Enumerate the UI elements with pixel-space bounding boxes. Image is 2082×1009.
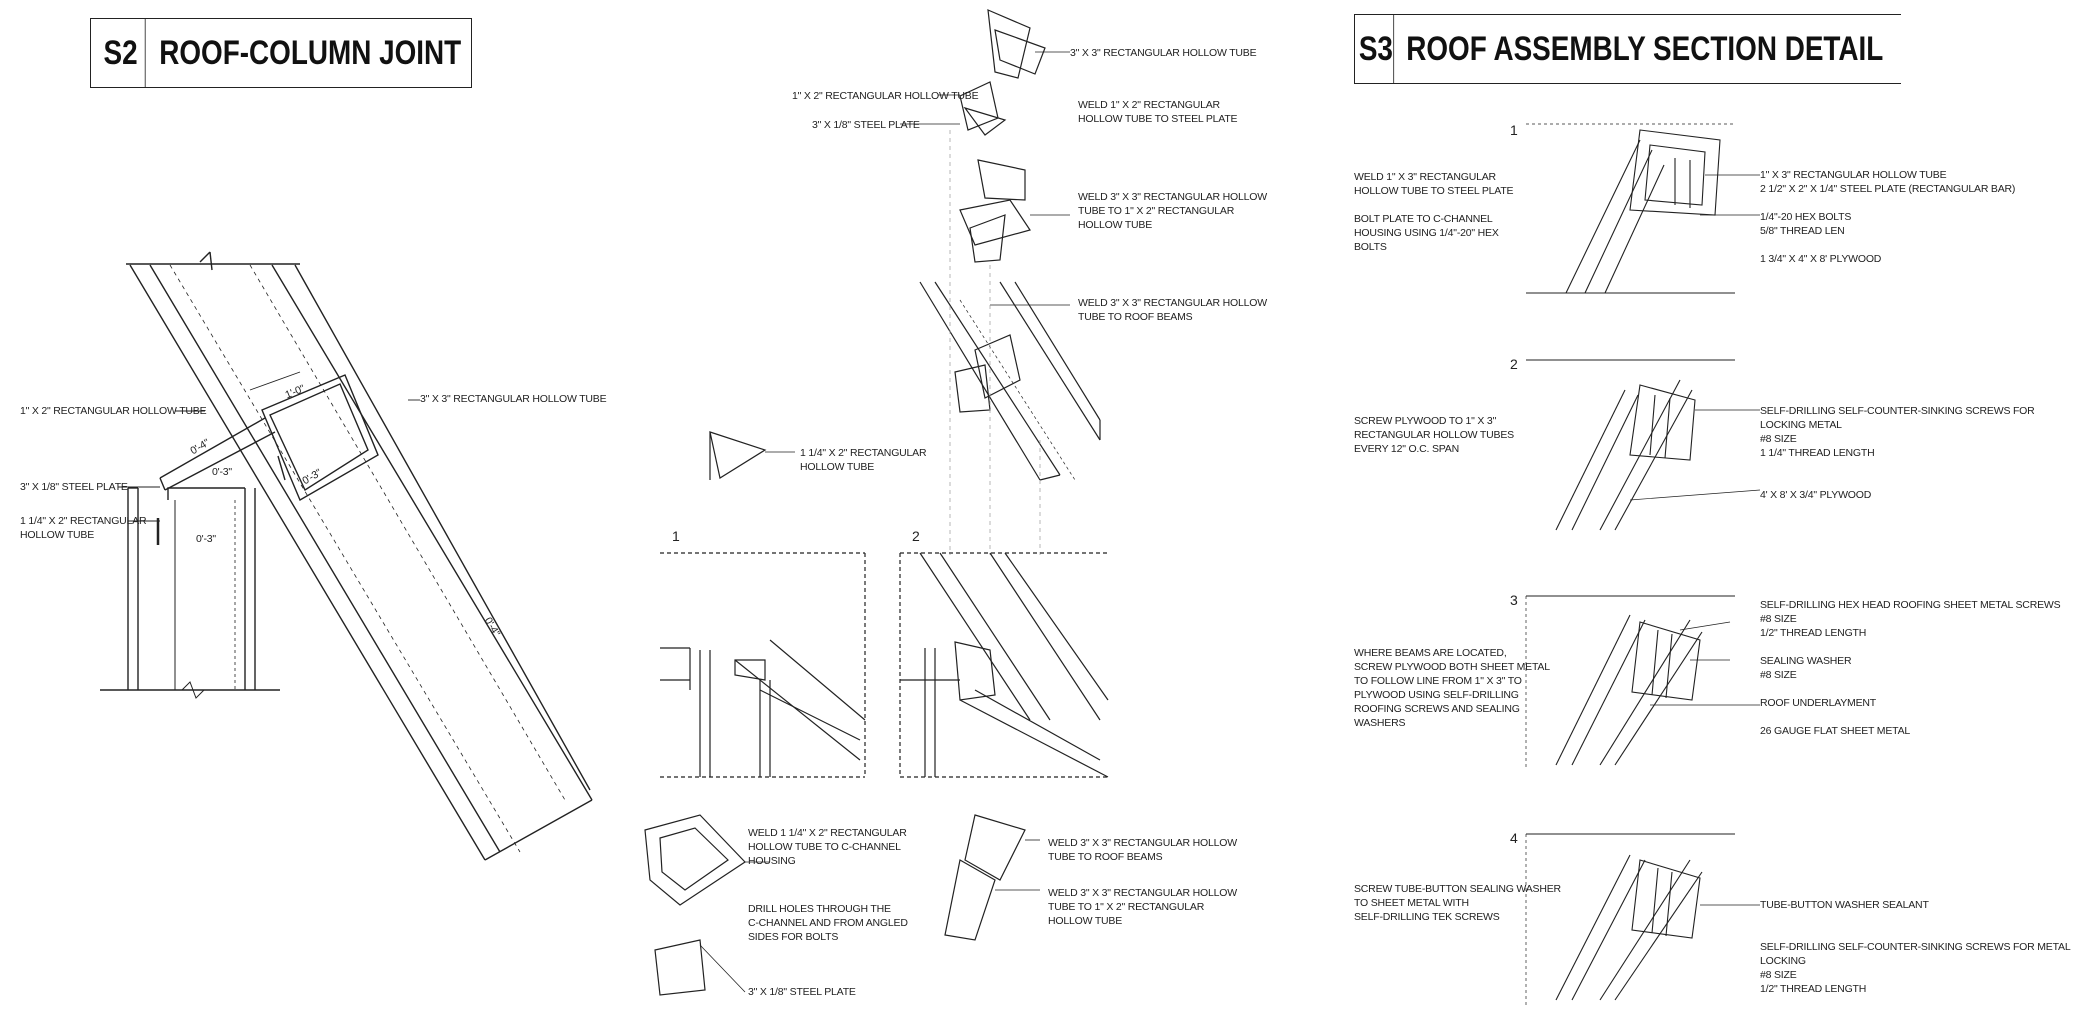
s2-label-tube-114x2: 1 1/4" x 2" RECTANGULAR HOLLOW TUBE <box>20 515 147 541</box>
s3-detail-3-number: 3 <box>1510 592 1518 608</box>
s3-detail-2-left-note: SCREW PLYWOOD TO 1" x 3" RECTANGULAR HOL… <box>1354 415 1514 455</box>
exploded-label-tube-1x2: 1" x 2" RECTANGULAR HOLLOW TUBE <box>792 90 979 102</box>
s3-detail-3-drawing <box>1525 595 1760 770</box>
s3-detail-3-left-note: WHERE BEAMS ARE LOCATED, SCREW PLYWOOD B… <box>1354 647 1550 729</box>
s2-label-steel-plate: 3" x 1/8" STEEL PLATE <box>20 481 128 493</box>
s2-column <box>100 487 280 699</box>
s2-roof-beam <box>126 251 593 861</box>
exploded-label-weld-4: WELD 1 1/4" x 2" RECTANGULAR HOLLOW TUBE… <box>748 827 907 867</box>
s3-detail-3-right-note: SELF-DRILLING HEX HEAD ROOFING SHEET MET… <box>1760 599 2061 737</box>
view-1-number: 1 <box>672 528 680 544</box>
exploded-label-plate-2: 3" x 1/8" STEEL PLATE <box>748 986 856 998</box>
exploded-label-top-tube: 3" x 3" RECTANGULAR HOLLOW TUBE <box>1070 47 1257 59</box>
exploded-label-weld-2: WELD 3" x 3" RECTANGULAR HOLLOW TUBE TO … <box>1078 191 1267 231</box>
s3-detail-2-number: 2 <box>1510 356 1518 372</box>
view-2-number: 2 <box>912 528 920 544</box>
s3-detail-1-number: 1 <box>1510 122 1518 138</box>
s2-label-tube-1x2: 1" x 2" RECTANGULAR HOLLOW TUBE <box>20 405 207 417</box>
s3-detail-2-drawing <box>1526 359 1761 531</box>
s3-detail-1-drawing <box>1526 123 1760 294</box>
exploded-label-weld-3: WELD 3" x 3" RECTANGULAR HOLLOW TUBE TO … <box>1078 297 1267 323</box>
sheet-s3-number: S3 <box>1359 15 1394 83</box>
sheet-s3-title: ROOF ASSEMBLY SECTION DETAIL <box>1405 29 1883 68</box>
s2-3x3-tube <box>261 374 379 502</box>
bottom-right-assembly <box>944 814 1040 941</box>
s2-1x2-tube <box>159 417 286 491</box>
exploded-label-weld-1: WELD 1" x 2" RECTANGULAR HOLLOW TUBE TO … <box>1078 99 1238 125</box>
view-1-frame <box>660 552 866 778</box>
exploded-weld-assembly <box>959 159 1070 263</box>
exploded-label-weld-5: WELD 3" x 3" RECTANGULAR HOLLOW TUBE TO … <box>1048 837 1237 863</box>
s3-detail-4-drawing <box>1525 833 1760 1005</box>
exploded-label-tube-114: 1 1/4" x 2" RECTANGULAR HOLLOW TUBE <box>800 447 927 473</box>
exploded-114x2-tube <box>709 431 795 480</box>
sheet-s2-number: S2 <box>96 19 146 87</box>
s3-detail-4-right-note: TUBE-BUTTON WASHER SEALANT SELF-DRILLING… <box>1760 899 2071 995</box>
exploded-top-tube <box>987 9 1070 79</box>
exploded-label-plate: 3" x 1/8" STEEL PLATE <box>812 119 920 131</box>
sheet-s3-title-block: S3 ROOF ASSEMBLY SECTION DETAIL <box>1354 14 1901 84</box>
sheet-s2-title: ROOF-COLUMN JOINT <box>159 33 462 72</box>
s2-label-tube-3x3: 3" x 3" RECTANGULAR HOLLOW TUBE <box>420 393 607 405</box>
s3-detail-1-left-note: WELD 1" x 3" RECTANGULAR HOLLOW TUBE TO … <box>1354 171 1514 253</box>
s3-detail-1-right-note: 1" x 3" RECTANGULAR HOLLOW TUBE 2 1/2" x… <box>1760 169 2016 265</box>
exploded-small-tube <box>900 81 1007 136</box>
exploded-label-weld-6: WELD 3" x 3" RECTANGULAR HOLLOW TUBE TO … <box>1048 887 1237 927</box>
s2-leaders <box>118 371 420 522</box>
view-2-frame <box>899 552 1109 778</box>
exploded-guide-lines <box>949 130 1041 555</box>
s3-detail-4-left-note: SCREW TUBE-BUTTON SEALING WASHER TO SHEE… <box>1354 883 1561 923</box>
s2-dim-b: 0'-3" <box>212 466 232 478</box>
exploded-beam-segment <box>919 281 1101 481</box>
s3-detail-4-number: 4 <box>1510 830 1518 846</box>
s3-detail-2-right-note: SELF-DRILLING SELF-COUNTER-SINKING SCREW… <box>1760 405 2035 501</box>
s2-dim-c: 0'-3" <box>196 533 216 545</box>
exploded-label-drill: DRILL HOLES THROUGH THE C-CHANNEL AND FR… <box>748 903 908 943</box>
sheet-s2-title-block: S2 ROOF-COLUMN JOINT <box>90 18 472 88</box>
bottom-left-assembly <box>644 814 770 996</box>
